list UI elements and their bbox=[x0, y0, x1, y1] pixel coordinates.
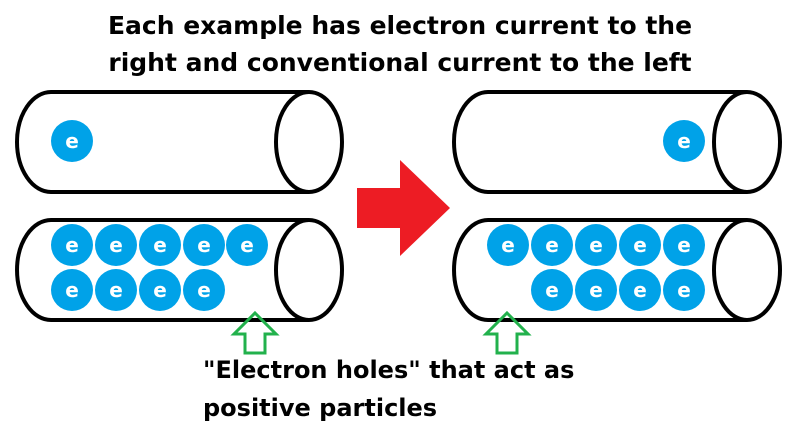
electron-label: e bbox=[501, 233, 515, 257]
electron-label: e bbox=[240, 233, 254, 257]
red-right-arrow bbox=[357, 160, 450, 256]
electron-circle bbox=[183, 269, 225, 311]
electron-label: e bbox=[65, 129, 79, 153]
tube-top-after: e bbox=[452, 90, 782, 194]
tube-body bbox=[452, 90, 747, 194]
electron-circle bbox=[619, 269, 661, 311]
electron-label: e bbox=[545, 233, 559, 257]
electron-label: e bbox=[65, 278, 79, 302]
electron: e bbox=[139, 224, 181, 266]
electron: e bbox=[183, 224, 225, 266]
electron: e bbox=[51, 269, 93, 311]
electron-label: e bbox=[197, 278, 211, 302]
electron: e bbox=[95, 224, 137, 266]
electron: e bbox=[575, 224, 617, 266]
electron-circle bbox=[183, 224, 225, 266]
electron: e bbox=[51, 224, 93, 266]
electron: e bbox=[663, 269, 705, 311]
electron: e bbox=[51, 120, 93, 162]
electron-label: e bbox=[677, 129, 691, 153]
tube-body bbox=[452, 218, 747, 322]
tube-top-before: e bbox=[15, 90, 344, 194]
electron: e bbox=[575, 269, 617, 311]
caption-line-1: "Electron holes" that act as bbox=[203, 356, 574, 384]
electron-circle bbox=[663, 269, 705, 311]
electron: e bbox=[487, 224, 529, 266]
tube-end bbox=[274, 90, 344, 194]
hole-arrow-left bbox=[230, 310, 280, 355]
electron-circle bbox=[575, 269, 617, 311]
electron: e bbox=[663, 224, 705, 266]
electron-label: e bbox=[153, 278, 167, 302]
electron-label: e bbox=[677, 233, 691, 257]
tube-body bbox=[15, 218, 309, 322]
electron-circle bbox=[95, 224, 137, 266]
electron-circle bbox=[139, 224, 181, 266]
electron: e bbox=[619, 224, 661, 266]
electron-circle bbox=[139, 269, 181, 311]
electron: e bbox=[663, 120, 705, 162]
electron-circle bbox=[51, 269, 93, 311]
electron: e bbox=[531, 224, 573, 266]
electron-label: e bbox=[589, 278, 603, 302]
electron-circle bbox=[663, 224, 705, 266]
electron-label: e bbox=[633, 233, 647, 257]
electron-circle bbox=[575, 224, 617, 266]
tube-end bbox=[274, 218, 344, 322]
title-line-2: right and conventional current to the le… bbox=[108, 48, 691, 77]
electron-circle bbox=[226, 224, 268, 266]
electron: e bbox=[531, 269, 573, 311]
tube-end bbox=[712, 218, 782, 322]
electron: e bbox=[226, 224, 268, 266]
hole-arrow-right bbox=[482, 310, 532, 355]
electron: e bbox=[95, 269, 137, 311]
caption-line-2: positive particles bbox=[203, 394, 437, 422]
tube-body bbox=[15, 90, 309, 194]
electron-circle bbox=[619, 224, 661, 266]
electron-circle bbox=[663, 120, 705, 162]
tube-end bbox=[712, 90, 782, 194]
electron-circle bbox=[95, 269, 137, 311]
electron-label: e bbox=[153, 233, 167, 257]
electron-label: e bbox=[633, 278, 647, 302]
electron-label: e bbox=[677, 278, 691, 302]
electron-label: e bbox=[109, 233, 123, 257]
electron: e bbox=[139, 269, 181, 311]
electron: e bbox=[183, 269, 225, 311]
title-line-1: Each example has electron current to the bbox=[108, 11, 692, 40]
electron-circle bbox=[531, 224, 573, 266]
electron-label: e bbox=[197, 233, 211, 257]
electron-label: e bbox=[65, 233, 79, 257]
electron-label: e bbox=[589, 233, 603, 257]
electron-label: e bbox=[109, 278, 123, 302]
electron-circle bbox=[51, 120, 93, 162]
electron-label: e bbox=[545, 278, 559, 302]
electron: e bbox=[619, 269, 661, 311]
electron-circle bbox=[487, 224, 529, 266]
electron-circle bbox=[51, 224, 93, 266]
electron-circle bbox=[531, 269, 573, 311]
